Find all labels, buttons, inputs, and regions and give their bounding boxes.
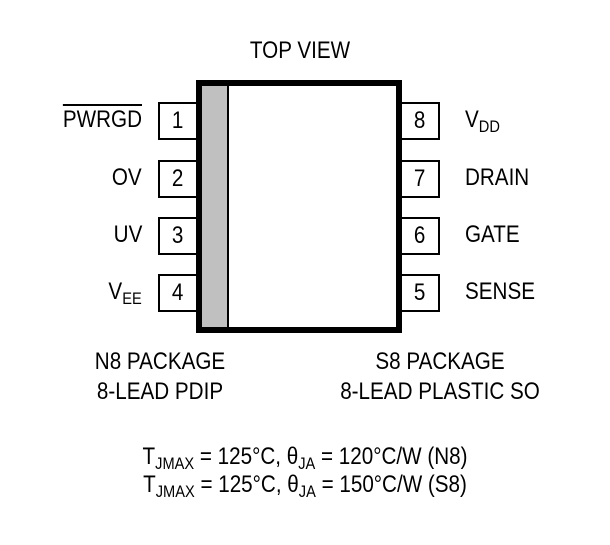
pin-7: 7 [402,160,440,198]
s8-package-caption: S8 PACKAGE 8-LEAD PLASTIC SO [340,348,540,405]
pin-label-pwrgd: PWRGD [62,106,142,133]
pin-4: 4 [158,274,196,312]
thermal-note-n8: TJMAX = 125°C, θJA = 120°C/W (N8) [142,443,468,473]
pin-label-drain: DRAIN [465,164,530,191]
pin-label-vee: VEE [108,278,142,308]
pin-label-ov: OV [112,164,142,191]
pin1-indicator-strip [202,86,229,327]
pin-6: 6 [402,217,440,255]
pin-3: 3 [158,217,196,255]
pin-2: 2 [158,160,196,198]
ic-package-body [196,80,402,333]
n8-package-caption: N8 PACKAGE 8-LEAD PDIP [94,348,226,405]
pin-8: 8 [402,102,440,140]
pin-label-sense: SENSE [465,278,535,305]
view-title: TOP VIEW [249,37,351,64]
pin-label-uv: UV [113,221,142,248]
pin-1: 1 [158,102,196,140]
pin-label-gate: GATE [465,221,520,248]
thermal-note-s8: TJMAX = 125°C, θJA = 150°C/W (S8) [143,471,467,501]
pin-label-vdd: VDD [465,106,500,136]
pin-5: 5 [402,274,440,312]
